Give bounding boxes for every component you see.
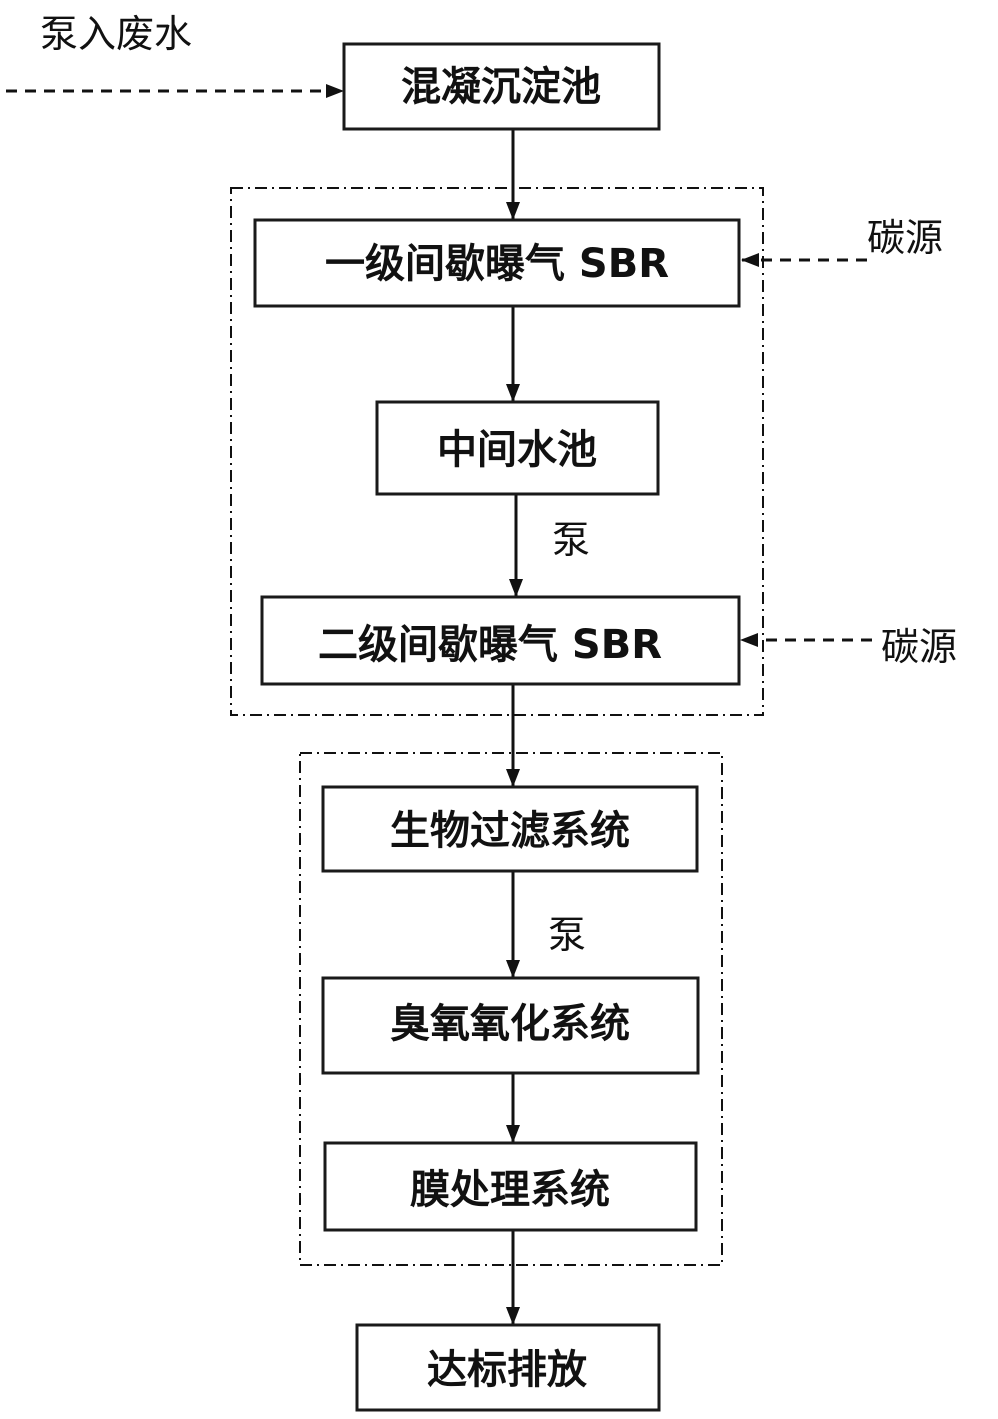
node-membrane-label: 膜处理系统 (410, 1167, 610, 1213)
node-discharge-label: 达标排放 (427, 1347, 587, 1393)
node-membrane: 膜处理系统 (323, 1141, 698, 1232)
label-pump-in-wastewater: 泵入废水 (40, 12, 192, 56)
node-coagulation: 混凝沉淀池 (342, 42, 661, 131)
node-sbr2: 二级间歇曝气 SBR (260, 595, 741, 686)
node-biofilter-label: 生物过滤系统 (390, 808, 630, 854)
node-sbr1: 一级间歇曝气 SBR (253, 218, 741, 308)
node-ozone: 臭氧氧化系统 (321, 976, 700, 1075)
node-sbr2-label: 二级间歇曝气 SBR (318, 622, 662, 668)
node-discharge: 达标排放 (355, 1323, 661, 1412)
node-sbr1-label: 一级间歇曝气 SBR (325, 241, 669, 287)
advanced-treatment-group-frame (299, 752, 723, 1266)
label-carbon-source-1: 碳源 (867, 216, 943, 260)
node-middle-tank-label: 中间水池 (437, 427, 597, 473)
node-coagulation-label: 混凝沉淀池 (401, 64, 601, 110)
label-pump-2: 泵 (548, 913, 586, 957)
node-middle-tank: 中间水池 (375, 400, 660, 496)
label-pump-1: 泵 (552, 518, 590, 562)
node-biofilter: 生物过滤系统 (321, 785, 699, 873)
sbr-group-frame (230, 187, 764, 716)
node-ozone-label: 臭氧氧化系统 (390, 1001, 630, 1047)
label-carbon-source-2: 碳源 (881, 625, 957, 669)
